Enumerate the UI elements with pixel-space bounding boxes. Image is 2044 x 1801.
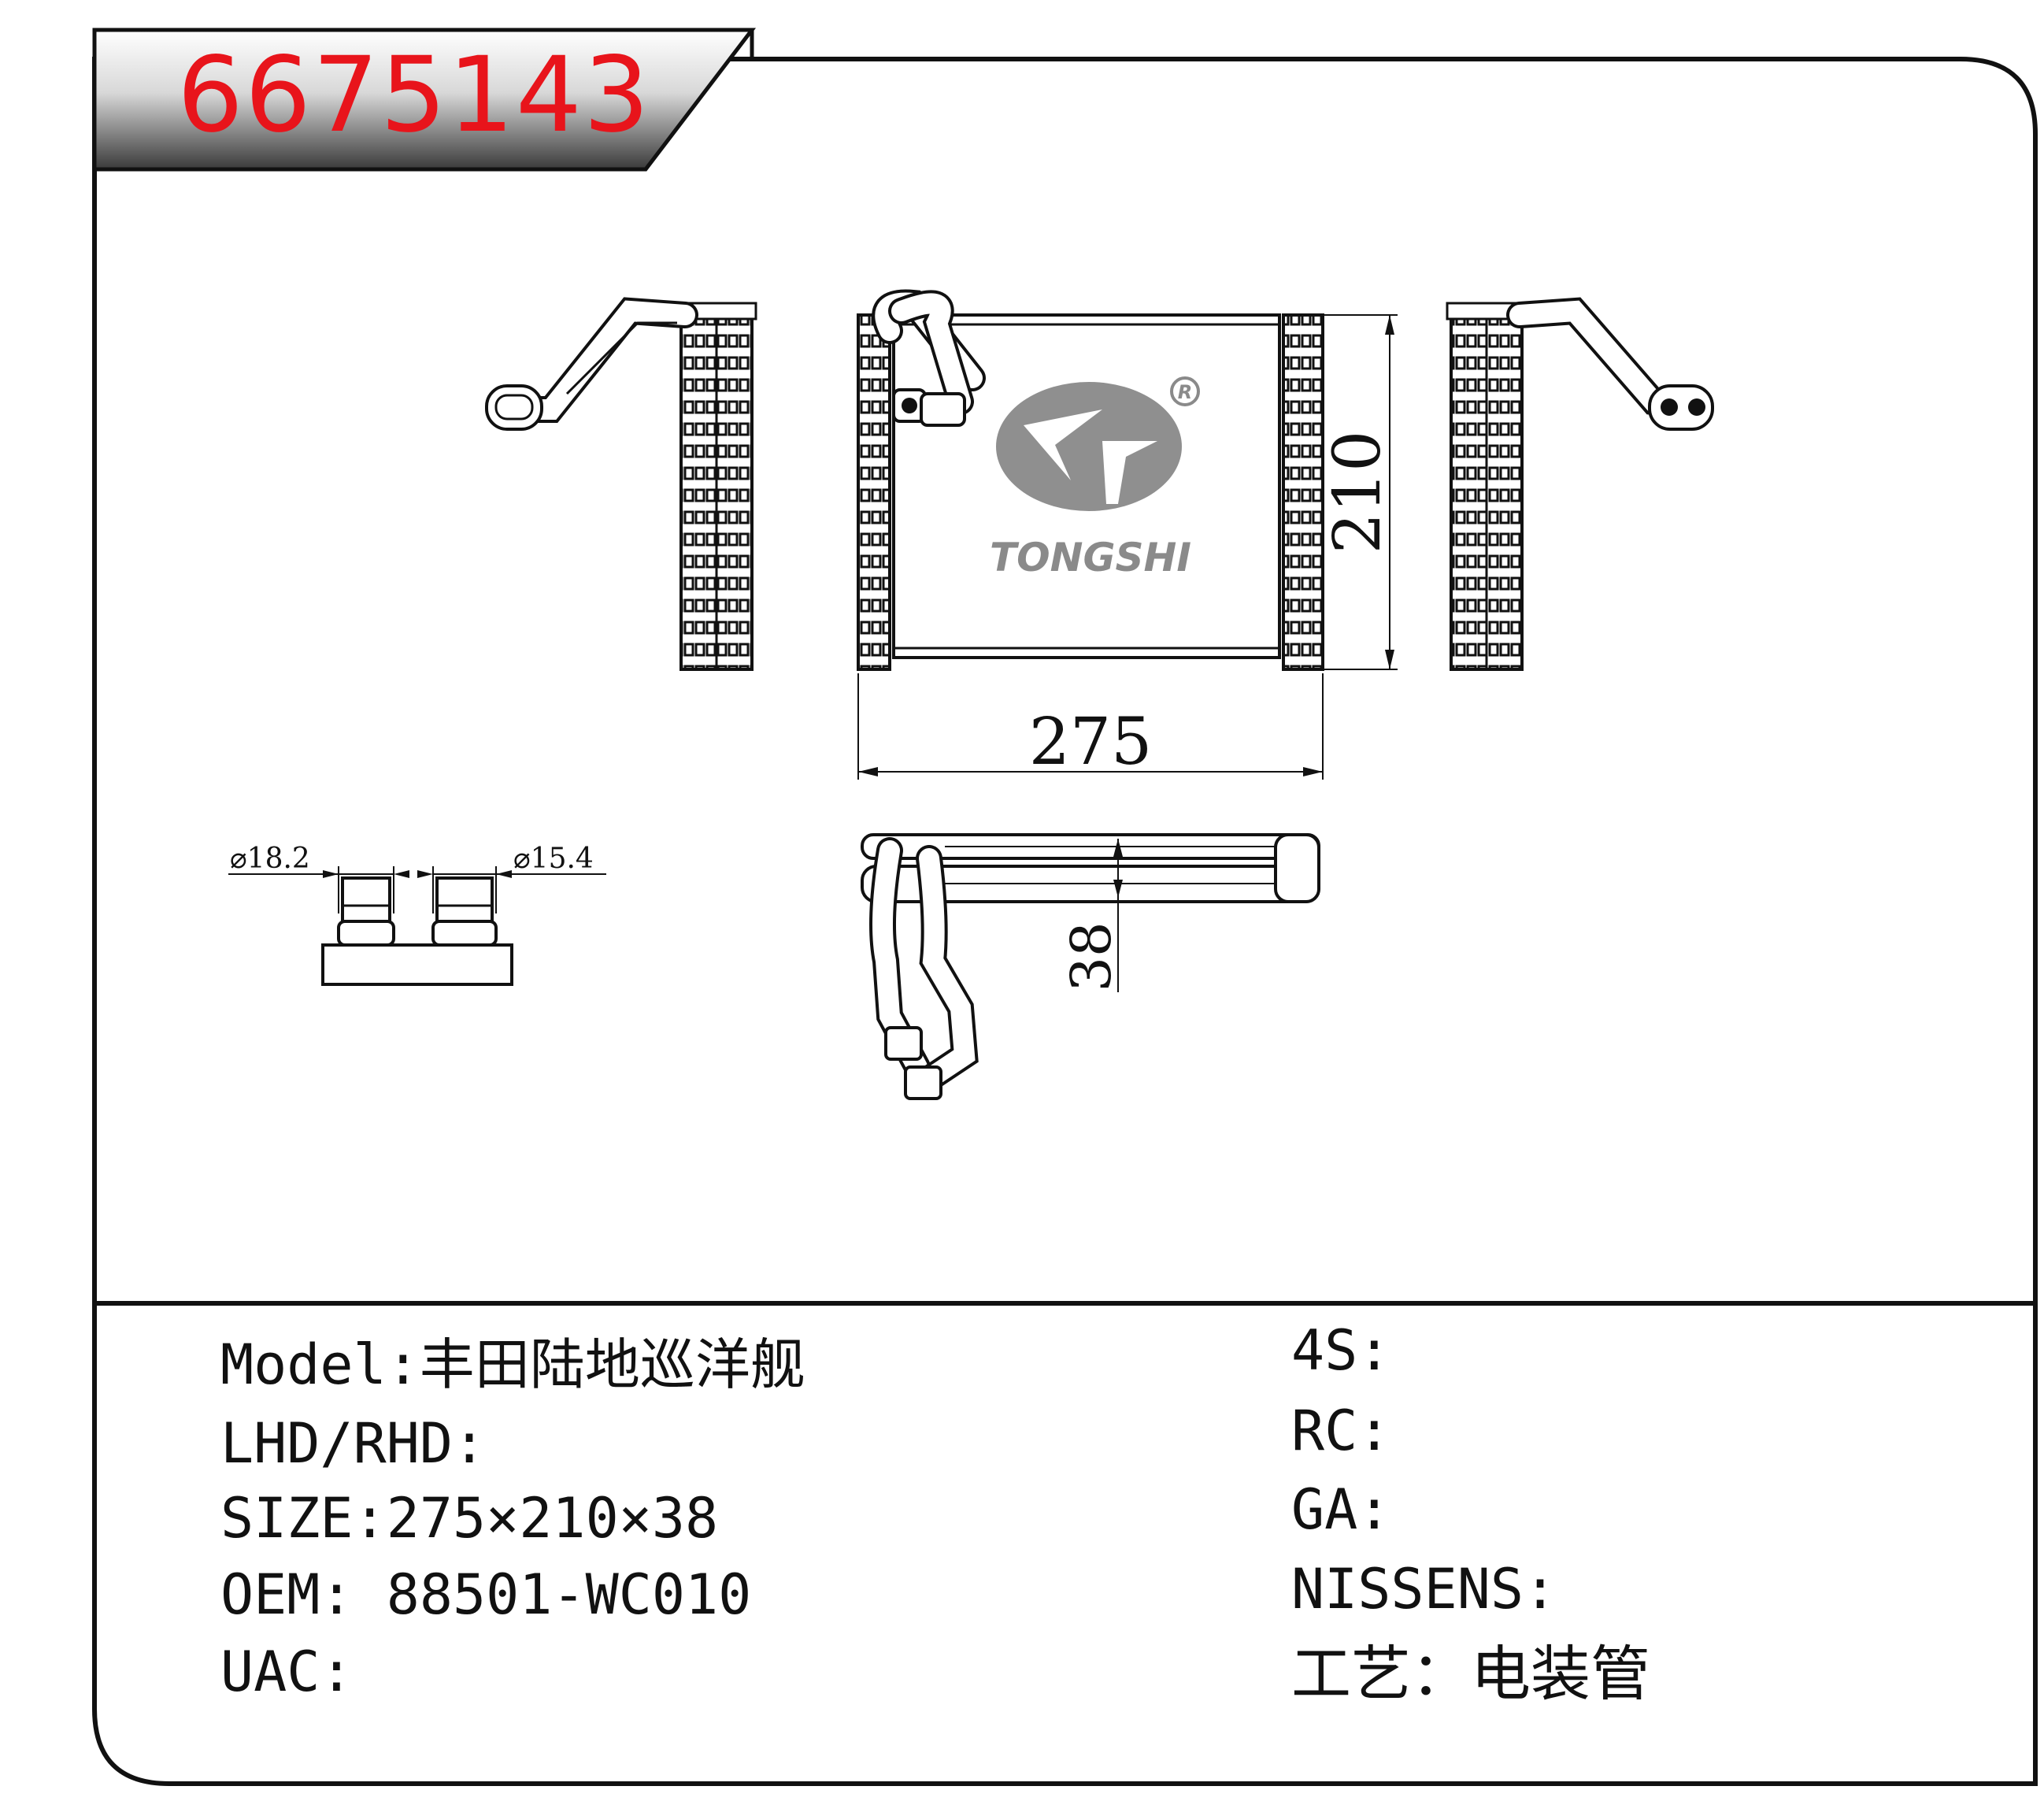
front-view: R TONGSHI 275 210 xyxy=(857,289,1398,780)
spec-4s: 4S: xyxy=(1291,1318,1391,1383)
part-number-tab xyxy=(92,28,757,172)
spec-rc: RC: xyxy=(1291,1399,1391,1463)
width-dimension: 275 xyxy=(1029,705,1153,780)
fitting-detail: ⌀18.2 ⌀15.4 xyxy=(228,843,606,986)
sheet-frame xyxy=(92,57,2038,1786)
spec-process: 工艺：电装管 xyxy=(1291,1639,1650,1709)
spec-size: SIZE:275×210×38 xyxy=(220,1486,719,1551)
left-fitting-diameter: ⌀18.2 xyxy=(230,843,310,875)
spec-ga: GA: xyxy=(1291,1477,1391,1542)
spec-model: Model:丰田陆地巡洋舰 xyxy=(220,1332,805,1397)
right-tank xyxy=(1282,313,1324,671)
spec-nissens: NISSENS: xyxy=(1291,1557,1557,1621)
left-tank xyxy=(857,313,891,671)
right-fitting-diameter: ⌀15.4 xyxy=(513,843,594,875)
part-number: 6675143 xyxy=(177,35,651,156)
height-dimension: 210 xyxy=(1320,431,1395,554)
spec-hand: LHD/RHD: xyxy=(220,1411,487,1476)
spec-oem: OEM: 88501-WC010 xyxy=(220,1562,752,1627)
depth-dimension: 38 xyxy=(1059,921,1124,991)
right-side-view xyxy=(1446,297,1714,671)
registered-mark: R xyxy=(1178,381,1192,403)
brand-name: TONGSHI xyxy=(990,535,1191,580)
left-side-view xyxy=(485,297,757,671)
tongshi-logo: R TONGSHI xyxy=(990,376,1200,580)
spec-uac: UAC: xyxy=(220,1640,354,1704)
top-view: 38 xyxy=(861,833,1320,1100)
